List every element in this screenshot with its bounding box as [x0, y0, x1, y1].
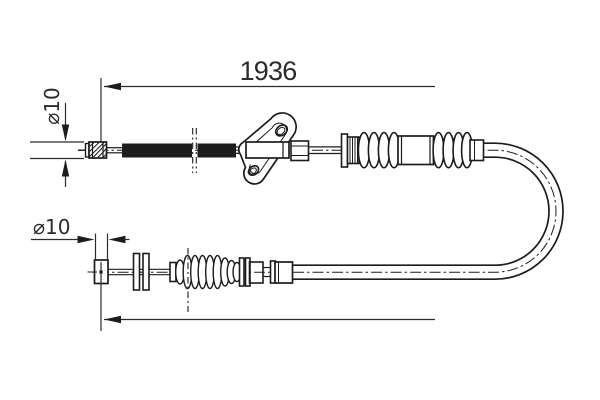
arrowhead-left	[104, 315, 121, 324]
adjuster-cylinder	[245, 141, 290, 159]
clevis-washer	[132, 252, 141, 291]
bracket-hole-bottom	[247, 164, 260, 177]
bracket-hole-top	[274, 124, 289, 137]
sheath-outer-edge	[292, 142, 564, 281]
arrowhead-right	[77, 235, 95, 244]
inner-rod	[308, 146, 342, 155]
arrowhead-left	[108, 235, 126, 244]
barrel-body	[88, 141, 108, 159]
lower-diameter-dimension: ⌀10	[31, 215, 130, 261]
bellows-assembly	[290, 131, 485, 169]
upper-cable-assembly	[78, 128, 247, 173]
bellows-boot-left	[357, 131, 401, 169]
washer	[238, 257, 245, 287]
upper-diameter-dimension: ⌀10	[30, 87, 84, 187]
inner-rod	[108, 266, 276, 278]
lock-washer	[340, 133, 349, 168]
sheath-inner-edge	[292, 156, 550, 267]
inner-rod	[106, 147, 122, 154]
outer-sheath-curve	[292, 142, 564, 281]
spring-boot	[174, 248, 242, 312]
diameter-label-top: ⌀10	[40, 87, 64, 125]
coil-sleeve-right	[197, 143, 236, 158]
length-dimension: 1936	[100, 56, 435, 147]
arrowhead-left	[104, 82, 121, 91]
length-value: 1936	[240, 56, 297, 86]
lower-cable-assembly	[87, 248, 294, 312]
bellows-boot-right	[432, 131, 474, 169]
threaded-sleeve	[290, 140, 310, 162]
sheath-end-cap	[274, 261, 294, 284]
sheath-sleeve	[469, 139, 485, 162]
mounting-bracket	[237, 112, 297, 185]
lower-length-dimension	[100, 262, 435, 331]
boot-barrel	[397, 135, 435, 166]
arrowhead-up	[61, 159, 70, 177]
arrowhead-down	[61, 124, 70, 142]
diameter-label-bottom: ⌀10	[33, 215, 71, 239]
knurl-hatch	[349, 137, 358, 164]
cable-end-barrel	[88, 141, 108, 159]
adjuster-nut-shaded	[248, 261, 264, 284]
clevis-washer	[142, 252, 150, 291]
coil-sleeve-left	[122, 143, 192, 158]
cable-centerline	[78, 149, 557, 273]
